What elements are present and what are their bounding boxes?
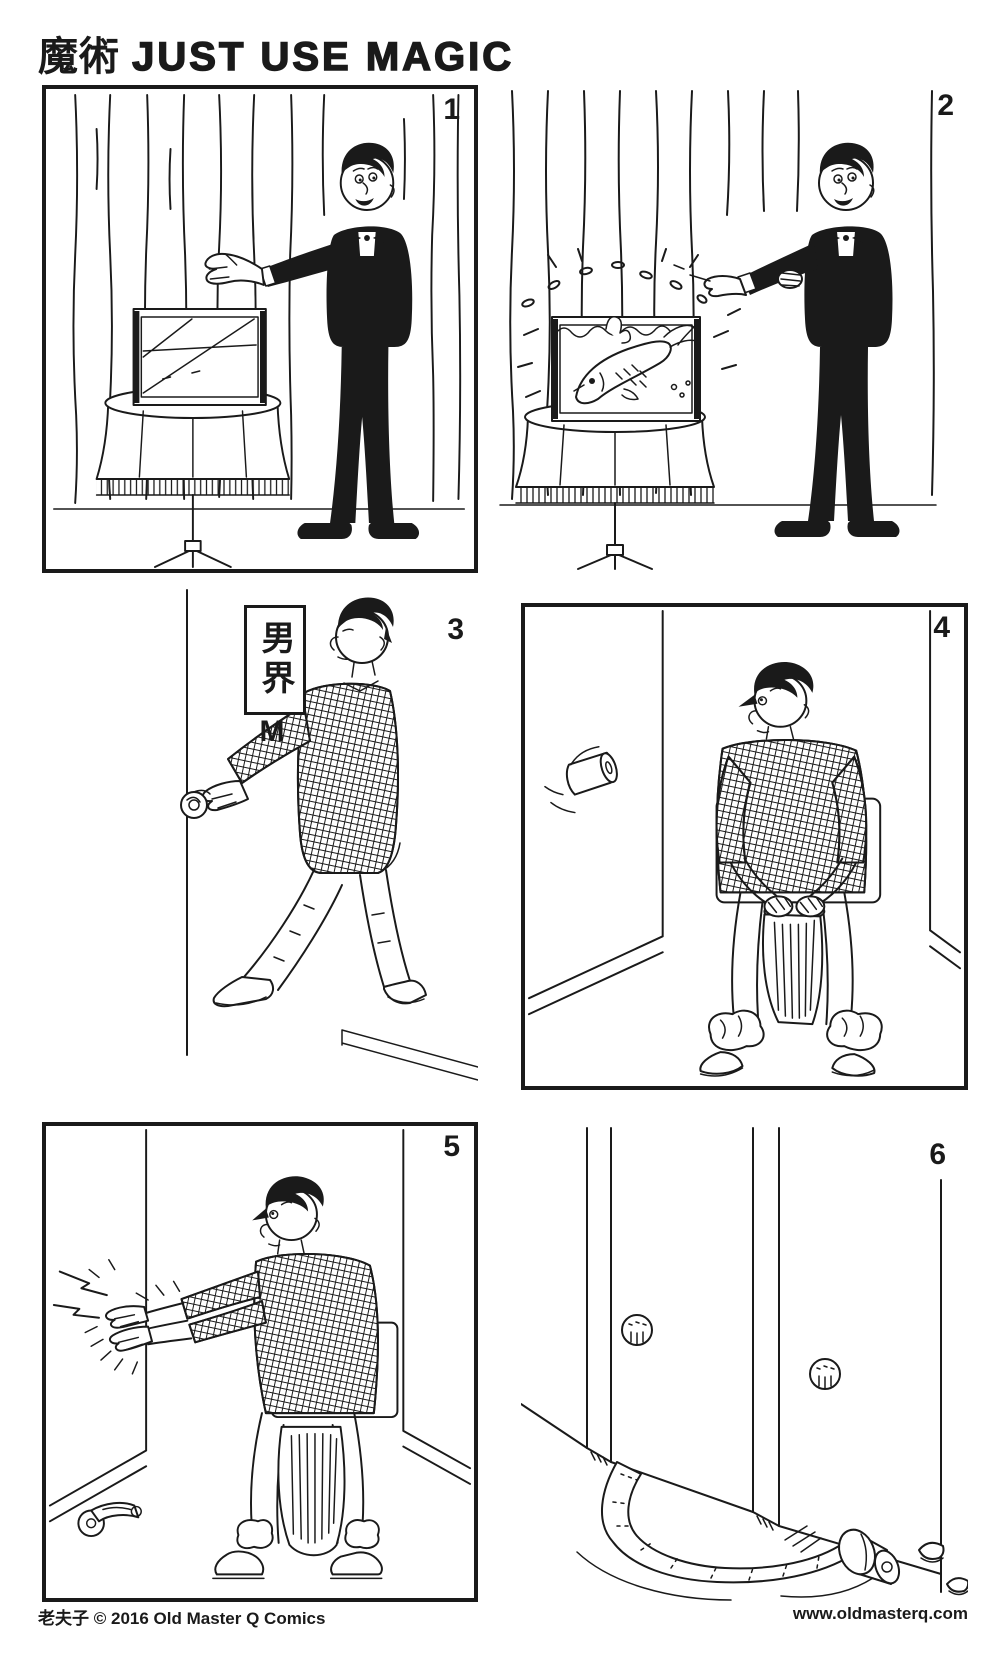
door-knob-left <box>621 1314 653 1346</box>
magician-figure <box>673 142 900 537</box>
title-english: JUST USE MAGIC <box>131 34 515 80</box>
speed-marks <box>784 1525 822 1553</box>
panel-4: 4 <box>521 603 968 1090</box>
stall-corner-lines <box>48 1128 472 1523</box>
panel-3-illustration <box>180 589 478 1081</box>
panel-1-illustration <box>53 94 466 568</box>
panel-5-illustration <box>48 1128 472 1580</box>
panel-4-illustration <box>527 609 962 1077</box>
panel-3: 男界 M 3 <box>42 575 478 1090</box>
fish <box>573 324 697 405</box>
walking-man-figure <box>180 597 427 1008</box>
footer-copyright-text: © 2016 Old Master Q Comics <box>93 1609 326 1628</box>
side-table <box>95 387 291 568</box>
dropped-pants-drape <box>277 1425 346 1557</box>
panel-2: 2 <box>488 85 968 573</box>
forearms <box>729 857 858 908</box>
flying-paper-core <box>544 745 618 814</box>
hair <box>819 142 874 177</box>
plaid-shirt <box>253 1252 379 1415</box>
side-table <box>515 401 715 570</box>
splash-droplets <box>517 248 741 398</box>
paper-roll <box>838 1528 901 1585</box>
hair <box>265 1176 324 1212</box>
footer: 老夫子 © 2016 Old Master Q Comics www.oldma… <box>38 1604 968 1629</box>
dropped-pants-right <box>826 1009 883 1052</box>
magician-figure <box>204 142 420 539</box>
motion-arcs <box>576 1551 874 1601</box>
front-leg <box>243 869 343 991</box>
mens-room-sign: 男界 <box>244 605 306 715</box>
bare-legs <box>731 891 854 1026</box>
hair <box>754 662 814 698</box>
unrolling-toilet-paper <box>576 1461 901 1601</box>
panel-6-illustration <box>521 1127 968 1601</box>
front-shoe <box>212 976 275 1008</box>
neighbor-shoe-tips <box>918 1541 968 1596</box>
title-chinese: 魔術 <box>38 35 120 79</box>
magic-flash <box>52 1258 181 1375</box>
toilet-paper-roll <box>180 789 211 819</box>
back-leg <box>359 869 411 988</box>
empty-glass-tank <box>132 308 267 406</box>
dropped-pants-left <box>708 1009 765 1052</box>
hair <box>341 142 394 177</box>
sign-characters: 男界 <box>256 620 294 700</box>
stall-partitions <box>586 1127 942 1593</box>
panel-number: 2 <box>937 89 954 122</box>
panel-6: 6 <box>521 1122 968 1602</box>
unrolled-paper-scroll <box>77 1501 142 1538</box>
door-knob-right <box>809 1358 841 1390</box>
panel-number: 6 <box>929 1138 946 1171</box>
panel-number: 3 <box>447 613 464 646</box>
footer-website: www.oldmasterq.com <box>792 1604 968 1623</box>
seated-man-figure <box>699 662 883 1077</box>
panel-number: 1 <box>443 93 460 126</box>
panel-number: 5 <box>443 1130 460 1163</box>
footer-brand: 老夫子 <box>38 1609 89 1628</box>
panel-1: 1 <box>42 85 478 573</box>
panel-2-illustration <box>499 90 937 570</box>
footer-copyright: 老夫子 © 2016 Old Master Q Comics <box>38 1604 325 1629</box>
pointing-hand <box>703 275 747 298</box>
panel-number: 4 <box>933 611 950 644</box>
sign-letter-m: M <box>259 715 285 748</box>
page-title: 魔術 JUST USE MAGIC <box>38 24 514 82</box>
seated-man-figure <box>105 1176 383 1580</box>
hair <box>337 597 394 630</box>
fish-tank <box>517 248 741 422</box>
baseboard <box>341 1029 478 1081</box>
stall-corner-lines <box>527 609 962 1016</box>
panel-5: 5 <box>42 1122 478 1602</box>
